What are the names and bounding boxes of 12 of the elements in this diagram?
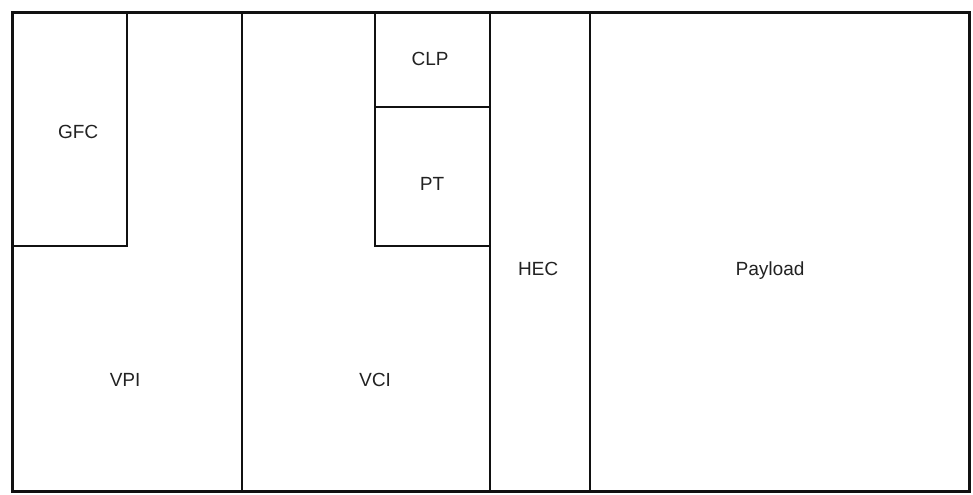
header-field	[242, 12, 490, 492]
field-label: GFC	[58, 122, 98, 144]
field-label: CLP	[412, 49, 448, 71]
header-field	[590, 12, 970, 492]
field-label: PT	[420, 174, 444, 196]
field-label: VPI	[110, 370, 140, 392]
header-field	[12, 12, 127, 246]
header-field	[12, 12, 242, 492]
header-field	[490, 12, 590, 492]
field-label: Payload	[736, 259, 804, 281]
field-label: HEC	[518, 259, 558, 281]
field-label: VCI	[359, 370, 391, 392]
